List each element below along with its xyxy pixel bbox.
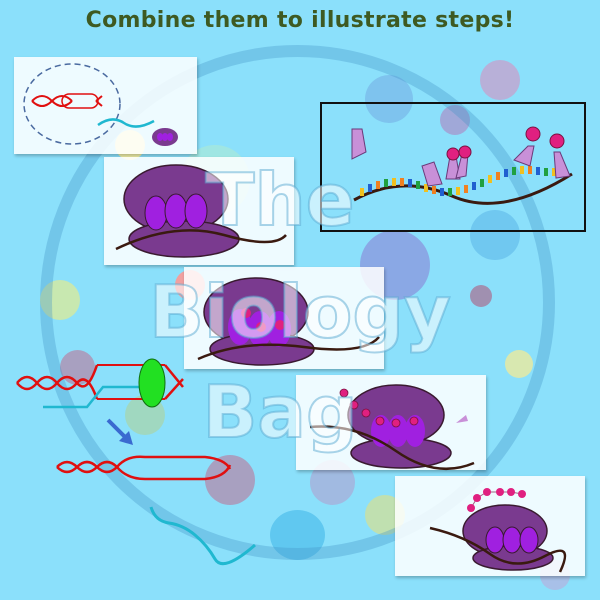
trna-pool-illustration	[351, 126, 573, 205]
rna-polymerase	[138, 358, 166, 408]
arrow-down-icon	[105, 417, 135, 447]
trna-entering-illustration	[197, 277, 380, 366]
overview-illustration	[23, 63, 178, 146]
panel-ribosome-binding	[104, 157, 294, 265]
watermark-text-the: The	[204, 157, 355, 243]
bg-dot	[480, 60, 520, 100]
panel-overview	[14, 57, 197, 154]
ribosome-binding-illustration	[115, 164, 287, 258]
transcription-result-illustration	[55, 455, 256, 575]
termination-illustration	[429, 488, 567, 573]
watermark-text-biology: Biology	[148, 269, 452, 355]
panel-termination	[395, 476, 585, 576]
elongation-illustration	[309, 384, 475, 471]
panel-elongation	[296, 375, 486, 471]
panel-trna-pool	[320, 102, 586, 232]
transcription-illustration	[15, 355, 184, 415]
watermark-text-bag: Bag	[201, 369, 358, 455]
page-title: Combine them to illustrate steps!	[85, 8, 515, 33]
panel-trna-entering	[184, 267, 384, 369]
